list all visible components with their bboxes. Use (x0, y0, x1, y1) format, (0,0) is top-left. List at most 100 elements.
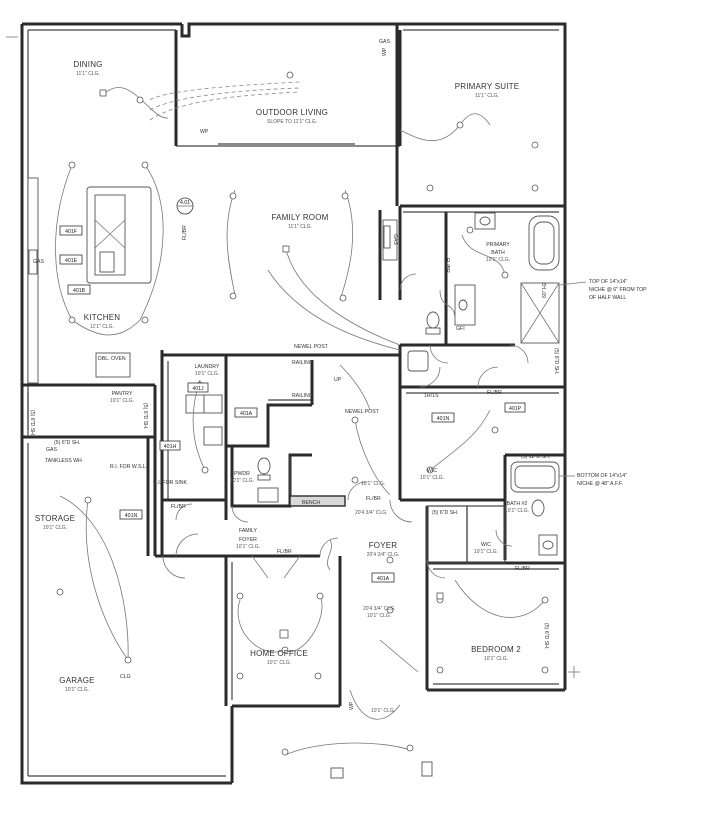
tankless-note: TANKLESS WH (45, 458, 82, 464)
room-wic2-name: W/C (481, 542, 491, 548)
bench-note: BENCH (302, 500, 320, 506)
rod-shelf-note: 1R/1S (424, 393, 439, 399)
room-home-office-clg: 10'1" CLG. (267, 660, 291, 666)
shelf-note: (5) 12"D SH. (521, 454, 550, 460)
gfi-note: GFI (456, 326, 465, 332)
railing-note: RAILING (292, 393, 313, 399)
room-pwdr-name: PWDR (234, 471, 250, 477)
niche-height-note: 60" H2 (542, 282, 548, 298)
room-bath2-name: BATH #2 (507, 501, 528, 507)
niche-top-note: NICHE @ 6" FROM TOP (589, 287, 647, 293)
room-garage-name: GARAGE (59, 676, 94, 685)
tag: 401E (65, 258, 78, 264)
room-family-foyer-name: FAMILY (239, 528, 258, 534)
railing-note: RAILING (292, 360, 313, 366)
niche-bottom-note: BOTTOM OF 14"x14" (577, 473, 627, 479)
flbr-note: FL/BR (366, 496, 381, 502)
tag: 401N (437, 416, 450, 422)
room-bedroom2-name: BEDROOM 2 (471, 645, 521, 654)
room-bedroom2-clg: 10'1" CLG. (484, 656, 508, 662)
tag: 401F (65, 229, 77, 235)
room-pwdr-clg: 10'1" CLG. (230, 478, 254, 484)
grid-marks (6, 36, 580, 678)
room-storage-name: STORAGE (35, 514, 75, 523)
newel-post-note: NEWEL POST (294, 344, 329, 350)
room-wic-primary-name: W/C (427, 468, 437, 474)
room-dining-clg: 11'1" CLG. (76, 71, 100, 77)
room-foyer-clg: 20'4 3/4" CLG. (367, 552, 399, 558)
room-primary-bath-clg: 10'1" CLG. (486, 257, 510, 263)
wp-note: WP (200, 129, 209, 135)
clg-light-note: CLG (120, 674, 131, 680)
clg-note: 20'4 3/4" CLG. (355, 510, 387, 516)
clg-note: 10'1" CLG. (371, 708, 395, 714)
room-primary-suite-clg: 11'1" CLG. (475, 93, 499, 99)
shelf-note: (5) 6"D SH. (29, 410, 35, 436)
room-laundry-clg: 10'1" CLG. (195, 371, 219, 377)
clg-note: 20'4 3/4" CLG. (363, 606, 395, 612)
shelf-note: (5) 6"D SH. (142, 403, 148, 429)
room-wic-primary-clg: 10'1" CLG. (420, 475, 444, 481)
gas-note: GAS (392, 234, 398, 245)
room-family-foyer-name2: FOYER (239, 537, 257, 543)
flbr-note: FL/BR (487, 390, 502, 396)
room-pantry-clg: 10'1" CLG. (110, 398, 134, 404)
tag: 401P (509, 406, 522, 412)
newel-post-note: NEWEL POST (345, 409, 380, 415)
gas-note: GAS (46, 447, 57, 453)
tag: 401J (192, 386, 204, 392)
room-kitchen-name: KITCHEN (84, 313, 121, 322)
room-family-foyer-clg: 10'1" CLG. (236, 544, 260, 550)
room-primary-suite-name: PRIMARY SUITE (455, 82, 520, 91)
room-dining-name: DINING (73, 60, 102, 69)
room-outdoor-name: OUTDOOR LIVING (256, 108, 328, 117)
flbr-note: FL/BR (277, 549, 292, 555)
ri-wsl-note: R.I. FOR W.S.L. (110, 464, 147, 470)
room-primary-bath-name2: BATH (491, 250, 505, 256)
stair-up-note: UP (334, 377, 342, 383)
niche-top-note: OF HALF WALL (589, 295, 626, 301)
room-bath2-clg: 10'1" CLG. (505, 508, 529, 514)
tag: 401N (125, 513, 138, 519)
exterior-walls (20, 22, 567, 785)
shelf-note: (5) 6"D SH. (553, 348, 559, 374)
detail-tags: 4.01 401F 401E 401B 401J 401A 401H 401N … (59, 197, 526, 583)
ri-sink-note: R.I. FOR SINK (153, 480, 188, 486)
tag: 401A (377, 576, 390, 582)
shelf-note: (5) 6"D SH. (543, 623, 549, 649)
flbr-note: FL/BR (171, 504, 186, 510)
wp-note: WP (382, 47, 388, 56)
interior-walls (22, 29, 565, 776)
shelf-note: (5) 6"D SH. (432, 510, 458, 516)
tag: 4.01 (180, 200, 190, 206)
room-labels: DINING 11'1" CLG. OUTDOOR LIVING SLOPE T… (35, 60, 529, 693)
doors (162, 273, 529, 673)
fixtures (27, 177, 560, 779)
tag: 401H (164, 444, 177, 450)
flbr-note: FL/BR (182, 225, 188, 240)
room-storage-clg: 10'1" CLG. (43, 525, 67, 531)
room-garage-clg: 10'1" CLG. (65, 687, 89, 693)
room-foyer-name: FOYER (369, 541, 398, 550)
room-family-clg: 11'1" CLG. (288, 224, 312, 230)
electrical-devices (56, 71, 549, 756)
room-laundry-name: LAUNDRY (195, 364, 220, 370)
wp-note: WP (349, 701, 355, 710)
room-outdoor-clg: SLOPE TO 11'1" CLG. (267, 119, 317, 125)
flbr-note: FL/BR (444, 258, 450, 273)
room-family-name: FAMILY ROOM (271, 213, 328, 222)
tag: 401A (240, 411, 253, 417)
gas-note: GAS (33, 259, 44, 265)
room-pantry-name: PANTRY (112, 391, 133, 397)
room-kitchen-clg: 11'1" CLG. (90, 324, 114, 330)
niche-top-note: TOP OF 14"x14" (589, 279, 628, 285)
flbr-note: FL/BR (515, 566, 530, 572)
clg-note: 10'1" CLG. (361, 481, 385, 487)
room-primary-bath-name: PRIMARY (486, 242, 510, 248)
gas-note: GAS (379, 39, 390, 45)
shelf-note: (5) 6"D SH. (54, 440, 80, 446)
tag: 401B (73, 288, 86, 294)
annotations: TOP OF 14"x14" NICHE @ 6" FROM TOP OF HA… (29, 39, 647, 714)
clg-note: 10'1" CLG. (367, 613, 391, 619)
